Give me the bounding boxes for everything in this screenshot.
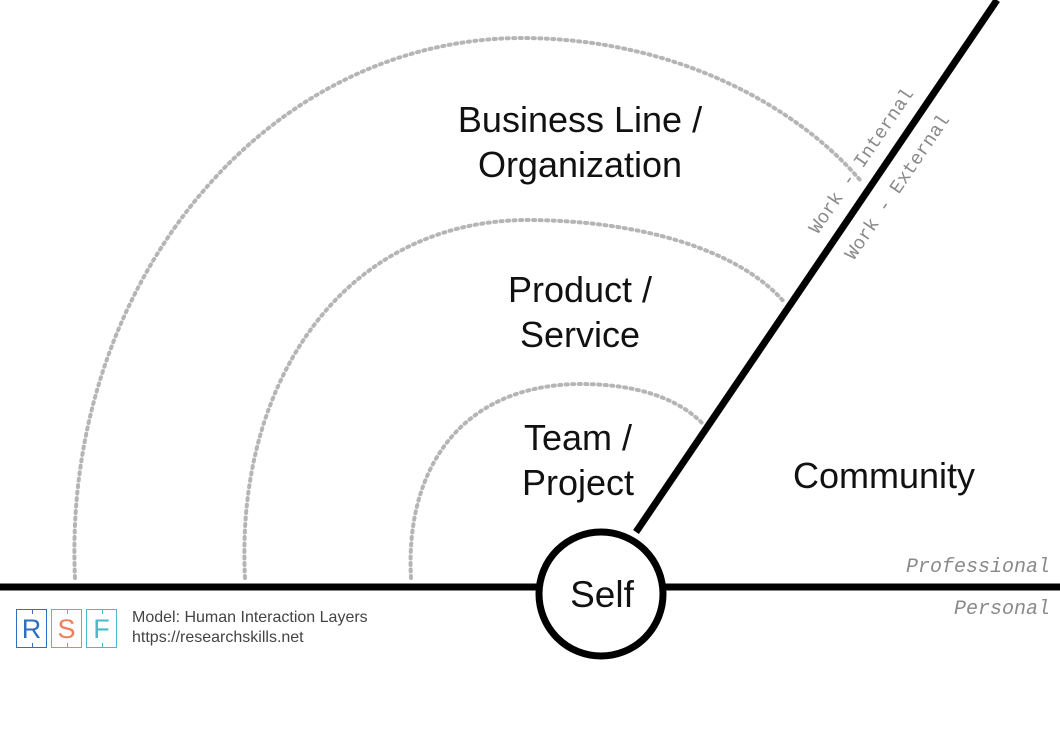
- business-label-line2: Organization: [478, 144, 682, 185]
- self-circle: [535, 528, 667, 660]
- professional-label: Professional: [906, 556, 1050, 579]
- ring-arc-product: [242, 217, 787, 580]
- logo-letter-r-text: R: [21, 614, 42, 644]
- ring-arc-team: [408, 381, 705, 580]
- work-external-label: Work - External: [841, 110, 955, 264]
- website-link[interactable]: https://researchskills.net: [132, 629, 304, 646]
- logo-letter-r: R: [16, 609, 47, 648]
- business-label-line1: Business Line /: [458, 99, 702, 140]
- product-label-line2: Service: [520, 314, 640, 355]
- internal-external-divider: [633, 0, 1000, 534]
- community-label: Community: [793, 455, 975, 496]
- ring-arc-business-line: [72, 35, 862, 580]
- personal-label: Personal: [954, 598, 1050, 621]
- team-label-line1: Team /: [524, 417, 632, 458]
- team-label-line2: Project: [522, 462, 634, 503]
- product-label-line1: Product /: [508, 269, 652, 310]
- logo-letter-f: F: [86, 609, 117, 648]
- logo-letter-f-text: F: [93, 614, 110, 644]
- model-caption: Model: Human Interaction Layers: [132, 609, 368, 626]
- self-label: Self: [570, 574, 634, 615]
- logo-letter-s: S: [51, 609, 82, 648]
- logo-letter-s-text: S: [57, 614, 76, 644]
